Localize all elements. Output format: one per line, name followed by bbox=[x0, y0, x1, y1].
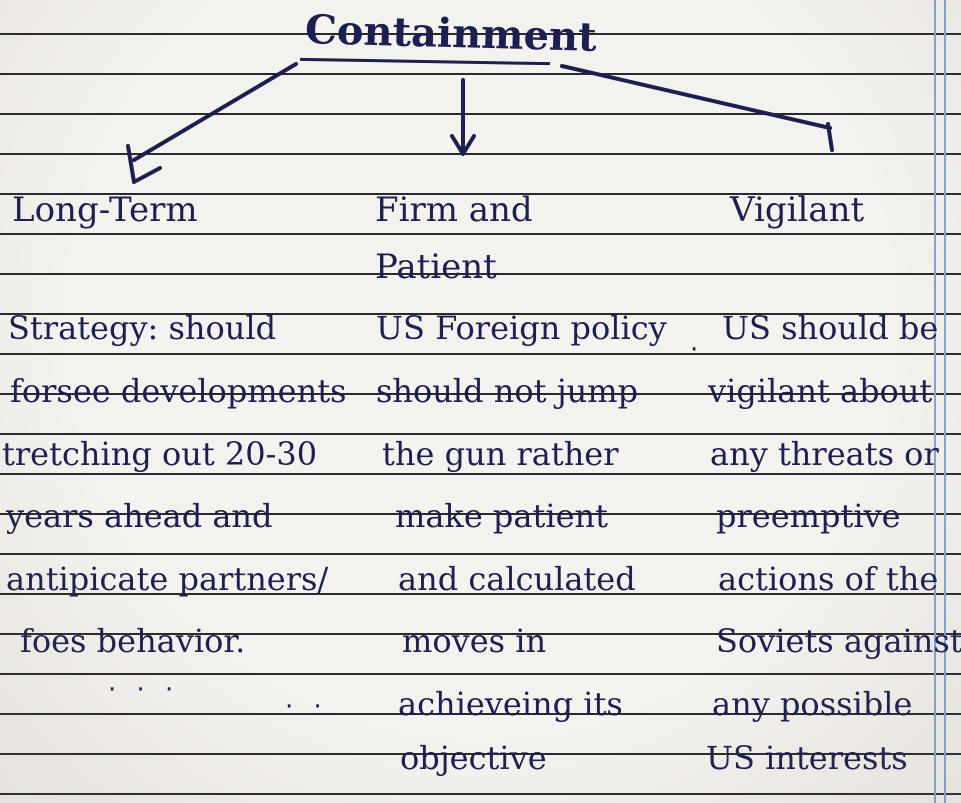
column-2-heading-line-2: Patient bbox=[375, 247, 497, 287]
column-2-line-2: should not jump bbox=[376, 372, 639, 410]
arrowhead-right bbox=[826, 122, 834, 152]
ink-dots-2: · · bbox=[285, 692, 328, 722]
margin-line-1 bbox=[934, 0, 936, 803]
column-2-line-1: US Foreign policy bbox=[376, 309, 667, 347]
column-1-line-1: Strategy: should bbox=[8, 309, 277, 347]
column-3-line-6: Soviets against bbox=[716, 622, 961, 660]
column-1-line-6: foes behavior. bbox=[20, 622, 246, 660]
column-3-heading: Vigilant bbox=[730, 190, 865, 230]
column-2-line-6: moves in bbox=[402, 622, 547, 660]
column-2-line-4: make patient bbox=[395, 497, 608, 535]
column-1-heading: Long-Term bbox=[12, 190, 198, 230]
page-title: Containment bbox=[304, 6, 598, 61]
ink-dots-3: · bbox=[690, 335, 705, 365]
arrow-right bbox=[560, 64, 832, 130]
column-1-line-4: years ahead and bbox=[6, 497, 273, 535]
column-1-line-2: forsee developments bbox=[10, 372, 347, 410]
column-3-line-5: actions of the bbox=[718, 560, 939, 598]
column-2-heading-line-1: Firm and bbox=[375, 190, 533, 230]
column-3-line-3: any threats or bbox=[710, 435, 939, 473]
column-3-line-4: preemptive bbox=[716, 497, 901, 535]
arrowhead-left bbox=[126, 144, 162, 184]
column-1-line-5: antipicate partners/ bbox=[6, 560, 329, 598]
arrow-left bbox=[132, 62, 298, 162]
column-3-line-8: US interests bbox=[706, 739, 908, 777]
ink-dots-1: · · · bbox=[108, 675, 180, 705]
column-3-line-2: vigilant about bbox=[708, 372, 933, 410]
arrowhead-middle bbox=[450, 134, 476, 156]
column-3-line-7: any possible bbox=[712, 685, 913, 723]
column-2-line-7: achieveing its bbox=[398, 685, 623, 723]
column-2-line-8: objective bbox=[400, 739, 547, 777]
column-3-line-1: US should be bbox=[722, 309, 939, 347]
title-underline bbox=[299, 57, 551, 66]
margin-line-2 bbox=[944, 0, 946, 803]
column-1-line-3: tretching out 20-30 bbox=[2, 435, 318, 473]
column-2-line-5: and calculated bbox=[398, 560, 636, 598]
column-2-line-3: the gun rather bbox=[382, 435, 619, 473]
